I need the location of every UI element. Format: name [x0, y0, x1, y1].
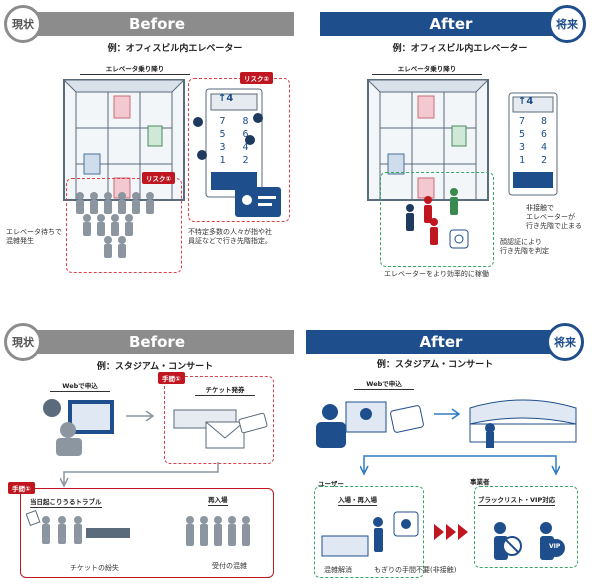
moving-people — [406, 188, 469, 249]
touchless-text: 非接触で エレベーターが 行き先階で止まる — [526, 204, 582, 230]
risk2-text: 不特定多数の人々が指や社 員証などで行き先階指定。 — [188, 228, 272, 245]
blacklist-label: ブラックリスト・VIP対応 — [478, 496, 556, 506]
triple-arrow-icon — [434, 524, 468, 540]
entry-label: 入場・再入場 — [338, 496, 377, 506]
blacklist-area — [474, 486, 578, 568]
stadium-subtitle-after: 例：スタジアム・コンサート — [376, 360, 494, 370]
face-gate-illustration — [321, 511, 419, 557]
stadium-mail-icon — [173, 409, 268, 449]
elevator-label-after: エレベータ乗り降り — [372, 63, 482, 75]
stadium-illustration — [469, 399, 577, 448]
entry-area — [314, 486, 424, 578]
key-2: 2 — [242, 155, 249, 166]
office-subtitle: 例：オフィスビル内エレベーター — [107, 44, 243, 54]
efficient-area — [380, 172, 494, 267]
crowd-risk-area — [66, 178, 182, 273]
crowd-relief-text: 混雑解消 — [324, 566, 352, 574]
key-2-after: 2 — [540, 155, 548, 166]
efficient-text: エレベーターをより効率的に稼働 — [384, 270, 489, 278]
risk1-label: リスク① — [142, 172, 176, 184]
split-arrows — [360, 455, 560, 476]
stadium-subtitle: 例：スタジアム・コンサート — [96, 362, 214, 372]
key-6: 6 — [242, 129, 249, 140]
key-3-after: 3 — [518, 142, 526, 153]
face-auth-text: 顔認証により 行き先階を判定 — [500, 238, 549, 255]
key-7-after: 7 — [518, 116, 526, 127]
keypad-risk-area — [188, 78, 290, 222]
risk2-label: リスク② — [240, 72, 274, 84]
virus-icon — [193, 113, 263, 160]
waiting-text: エレベータ待ちで 混雑発生 — [6, 228, 62, 245]
waiting-crowd — [76, 192, 154, 258]
blacklist-vip-illustration — [494, 522, 565, 560]
office-subtitle-after: 例：オフィスビル内エレベーター — [392, 44, 528, 54]
operator-label: 事業者 — [470, 478, 490, 486]
id-card-icon — [235, 187, 281, 217]
web-apply-illustration — [43, 399, 114, 456]
key-8-after: 8 — [540, 116, 548, 127]
arrow-down-icon — [60, 462, 219, 488]
trouble-label: 当日起こりうるトラブル — [30, 498, 102, 508]
web-apply-label-after: Webで申込 — [354, 378, 414, 390]
elevator-label: エレベータ乗り降り — [80, 63, 190, 75]
keypad-grid: 7 8 5 6 3 4 1 2 — [214, 116, 254, 166]
key-4: 4 — [242, 142, 249, 153]
key-4-after: 4 — [540, 142, 548, 153]
keypad-panel — [205, 88, 263, 198]
ticket-issue-label: チケット発券 — [195, 384, 255, 396]
after-header-bar-office: After — [320, 12, 582, 36]
after-header-bar-stadium: After — [306, 330, 576, 354]
step1-label: 手間① — [158, 372, 185, 384]
before-header-text: Before — [128, 15, 185, 33]
key-1-after: 1 — [518, 155, 526, 166]
ticket-issue-area — [164, 376, 274, 464]
keypad-display-after: ↑4 — [518, 96, 534, 107]
key-5: 5 — [219, 129, 226, 140]
vip-badge: VIP — [549, 543, 561, 550]
key-8: 8 — [242, 116, 249, 127]
key-7: 7 — [219, 116, 226, 127]
user-label: ユーザー — [318, 480, 344, 488]
status-badge-current: 現状 — [4, 5, 42, 43]
key-6-after: 6 — [540, 129, 548, 140]
step2-label: 手間① — [8, 482, 35, 494]
keypad-display: ↑4 — [218, 93, 234, 104]
ticketless-text: もぎりの手間不要(非接触) — [374, 566, 457, 574]
elevator-building — [62, 79, 186, 201]
ticket-lost-text: チケットの紛失 — [70, 564, 119, 572]
keypad-panel-after — [508, 92, 558, 196]
reentry-label: 再入場 — [208, 496, 228, 506]
arrow-right-icon — [126, 410, 155, 422]
arrow-right-icon-after — [434, 408, 461, 420]
keypad-grid-after: 7 8 5 6 3 4 1 2 — [514, 116, 552, 166]
status-badge-future-stadium: 将来 — [546, 323, 584, 361]
face-web-apply-illustration — [316, 401, 424, 448]
key-5-after: 5 — [518, 129, 526, 140]
status-badge-future-office: 将来 — [548, 5, 586, 43]
status-badge-current-stadium: 現状 — [4, 323, 42, 361]
key-1: 1 — [219, 155, 226, 166]
key-3: 3 — [219, 142, 226, 153]
before-header-bar: Before — [20, 12, 294, 36]
trouble-area — [20, 488, 274, 578]
before-header-bar-stadium: Before — [20, 330, 294, 354]
ticket-lost-illustration — [26, 510, 130, 544]
reception-crowd-illustration — [186, 516, 250, 546]
reception-crowd-text: 受付の混雑 — [212, 562, 247, 570]
web-apply-label: Webで申込 — [50, 380, 110, 392]
elevator-building-after — [366, 79, 490, 201]
